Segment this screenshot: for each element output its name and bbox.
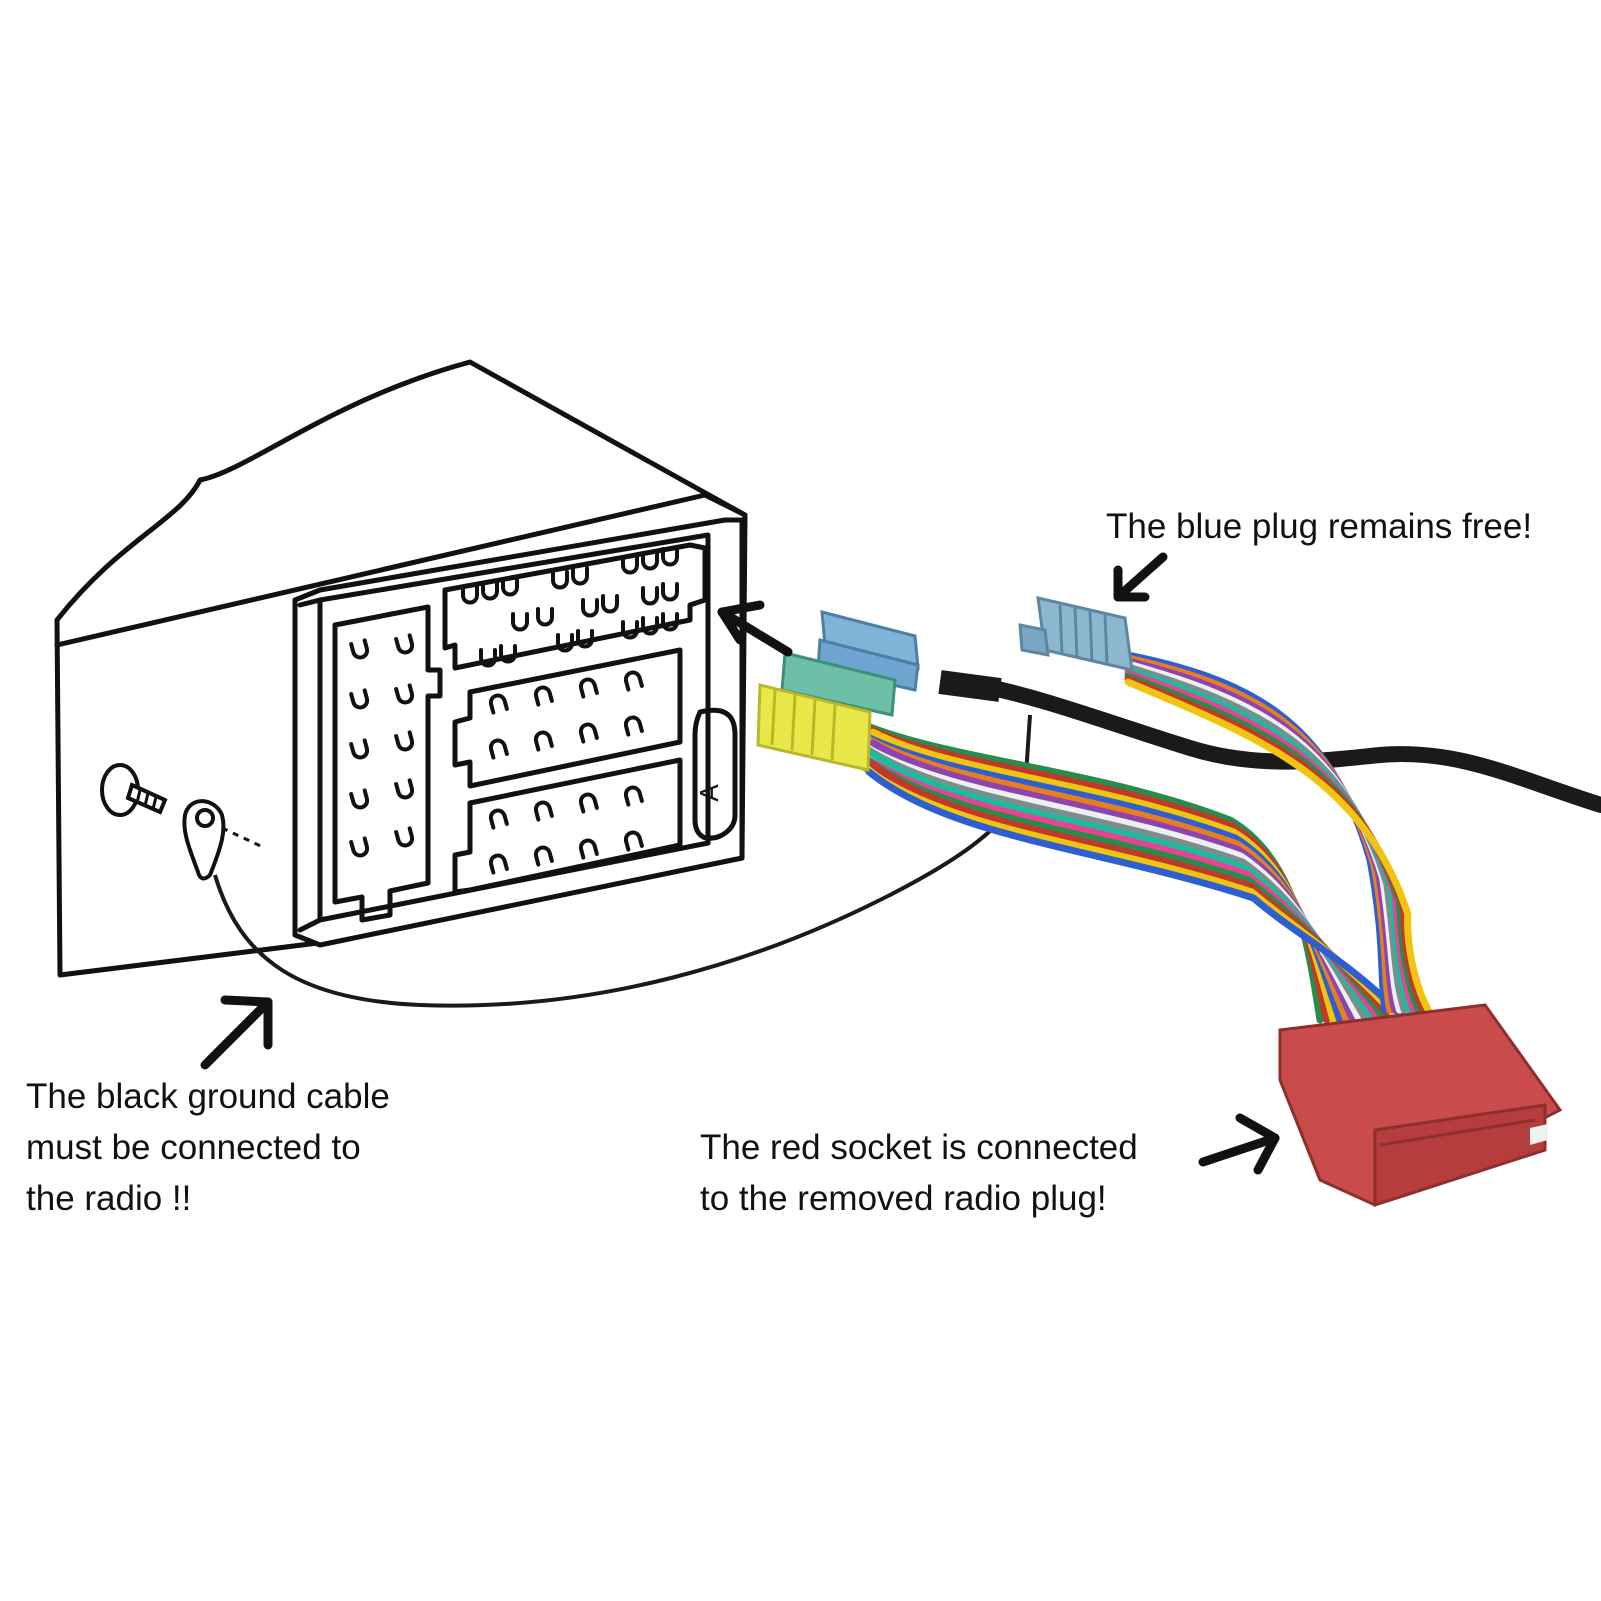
connector-pin [479, 648, 497, 668]
arrow-blue-plug-icon [1113, 552, 1168, 602]
radio-unit [54, 359, 748, 978]
wire-strand [865, 768, 1410, 1024]
connector-frame-outer [292, 517, 745, 948]
connector-pin [551, 570, 569, 590]
connector-pin [394, 730, 415, 752]
connector-pin [578, 677, 599, 699]
connector-pin [641, 551, 659, 571]
arrow-ground-icon [200, 995, 273, 1070]
connector-pin [556, 633, 574, 653]
red-socket [1278, 1003, 1563, 1208]
ground-eyelet-icon [182, 799, 266, 881]
connector-pin [533, 685, 554, 707]
connector-pin [511, 612, 529, 632]
connector-pin [621, 620, 639, 640]
yellow-plug [756, 683, 872, 772]
radio-front-edge [702, 492, 748, 518]
connector-pin [576, 629, 594, 649]
connector-pin [488, 738, 509, 760]
connector-pin [623, 715, 644, 737]
connector-pin [349, 788, 370, 810]
connector-pin [481, 581, 499, 601]
arrows [200, 552, 1280, 1175]
connector-pin [394, 778, 415, 800]
connector-a-slot [692, 707, 738, 841]
connector-inner-step [297, 597, 323, 933]
blue-plug-caption: The blue plug remains free! [1106, 501, 1532, 552]
connector-pin [536, 607, 554, 627]
connector-pin [661, 547, 679, 567]
red-caption-line: to the removed radio plug! [700, 1179, 1107, 1218]
connector-pin [578, 722, 599, 744]
connector-pin [349, 738, 370, 760]
ground-caption-line: the radio !! [26, 1179, 192, 1218]
blue-plug [816, 610, 920, 692]
connector-pin [533, 800, 554, 822]
connector-bottom-block [452, 757, 683, 895]
connector-pin [394, 633, 415, 655]
connector-pin [501, 577, 519, 597]
red-caption-line: The red socket is connected [700, 1128, 1138, 1167]
connector-pin [661, 582, 679, 602]
connector-pin [623, 785, 644, 807]
connector-pin [394, 826, 415, 848]
teal-plug [780, 651, 897, 717]
connector-pin [533, 845, 554, 867]
connector-pin [349, 638, 370, 660]
connector-pin [661, 612, 679, 632]
connector-pin [488, 808, 509, 830]
connector-pin [621, 555, 639, 575]
connector-middle-block [452, 647, 683, 789]
wire-bundle [861, 651, 1432, 1024]
connector-label-a: A [694, 784, 724, 802]
ground-caption-line: The black ground cable [26, 1077, 390, 1116]
arrow-red-socket-icon [1198, 1113, 1280, 1175]
connector-pin [488, 693, 509, 715]
red-socket-caption: The red socket is connected to the remov… [700, 1122, 1138, 1224]
connector-pin [581, 598, 599, 618]
connector-pin [394, 683, 415, 705]
ground-cable-caption: The black ground cable must be connected… [26, 1071, 390, 1224]
radio-top-edge [54, 492, 708, 648]
connector-pin [578, 838, 599, 860]
ground-cable [213, 714, 1032, 1008]
connector-pin [533, 730, 554, 752]
connector-pin [571, 566, 589, 586]
connector-pin [461, 585, 479, 605]
light-blue-plug [1018, 596, 1134, 672]
connector-pin [601, 594, 619, 614]
connector-pin [623, 670, 644, 692]
connector-frame-inner [317, 532, 711, 923]
screw-icon [100, 763, 168, 817]
connector-pins [349, 547, 679, 875]
connector-pin [349, 688, 370, 710]
connector-pin [349, 836, 370, 858]
connector-pin [623, 830, 644, 852]
connector-pin [499, 644, 517, 664]
connector-pin [578, 792, 599, 814]
connector-pin [641, 616, 659, 636]
cable-sleeve [938, 670, 1002, 702]
connector-pin [488, 853, 509, 875]
wire-strand [1124, 678, 1432, 1014]
connector-left-block [332, 604, 443, 923]
blue-caption-line: The blue plug remains free! [1106, 507, 1533, 546]
arrow-connector-icon [717, 600, 793, 657]
ground-caption-line: must be connected to [26, 1128, 361, 1167]
connector-pin [641, 586, 659, 606]
connector-top-block [442, 542, 708, 671]
